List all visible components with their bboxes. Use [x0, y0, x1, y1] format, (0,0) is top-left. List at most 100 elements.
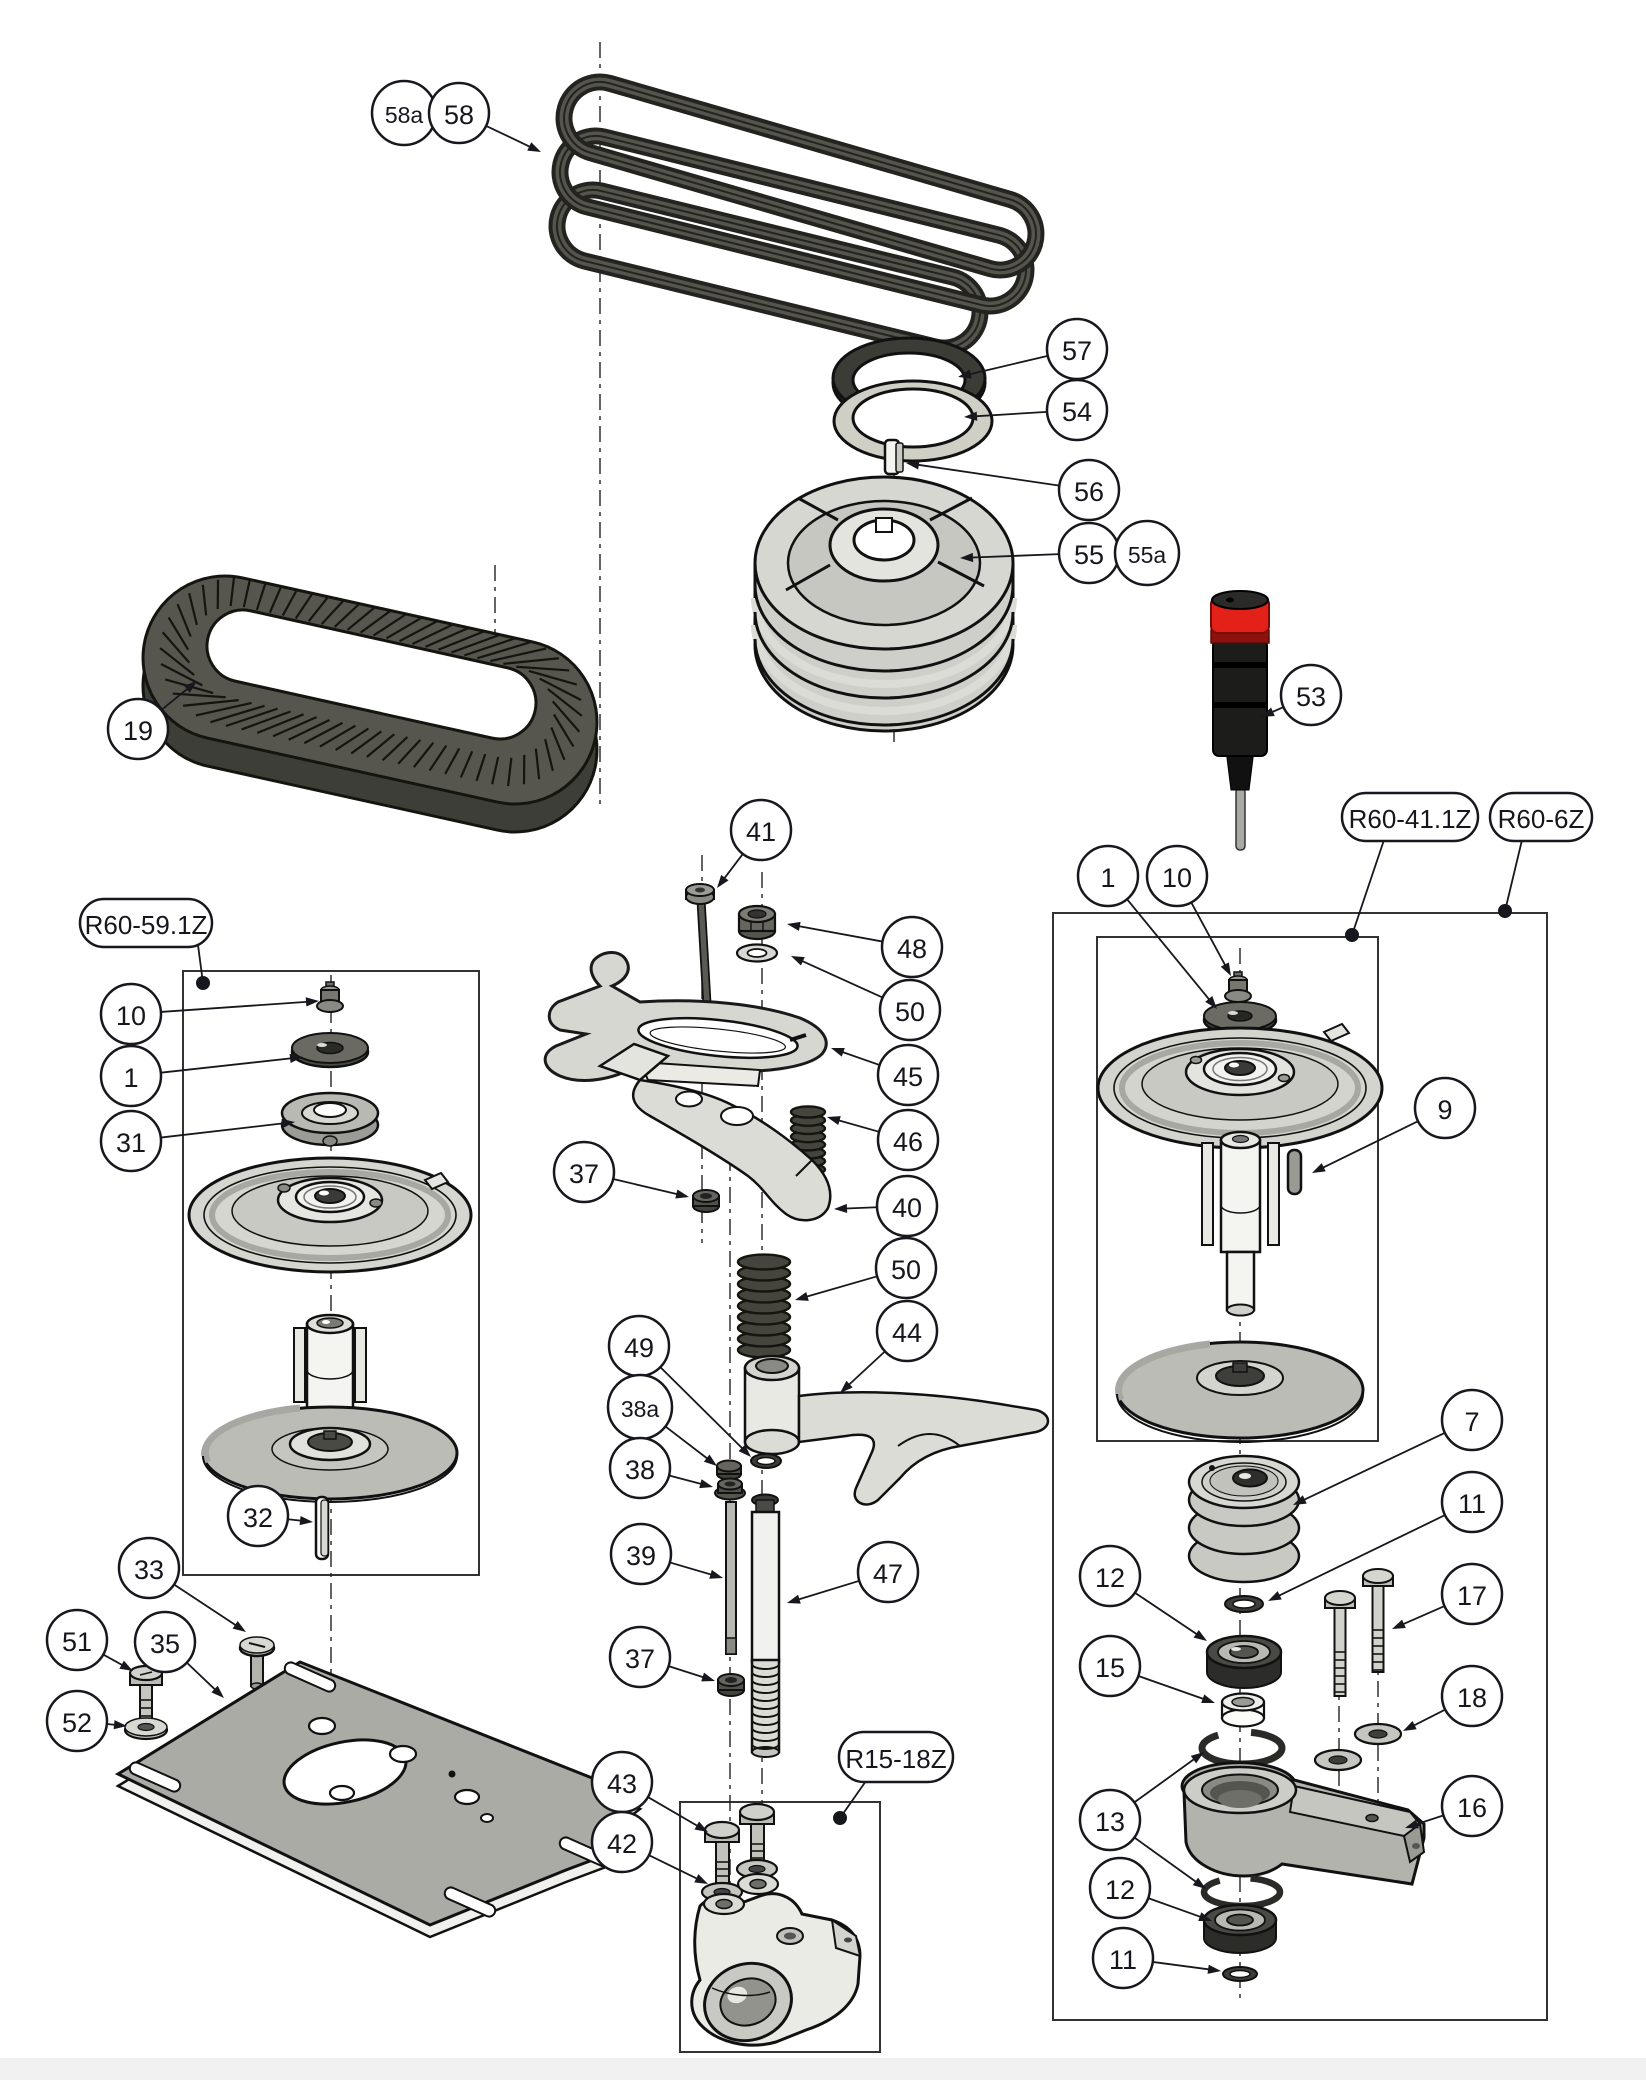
callout-7: 7 — [1440, 1388, 1504, 1452]
shaft-47 — [750, 1493, 781, 1758]
bolt-41 — [685, 883, 715, 1005]
callout-1: 1 — [99, 1044, 163, 1108]
callout-balloon — [1057, 458, 1121, 522]
callout-balloon — [729, 798, 793, 862]
toothed-belt-19 — [141, 574, 599, 834]
leader-arrowhead — [289, 1053, 303, 1063]
callout-number: 1 — [1100, 863, 1115, 893]
leader-arrowhead — [699, 1479, 713, 1489]
callout-number: 37 — [569, 1159, 599, 1189]
callout-55: 55 — [1057, 521, 1121, 585]
leader-line — [1410, 1708, 1446, 1728]
leader-line — [1152, 1961, 1213, 1971]
leader-arrowhead — [1405, 1819, 1419, 1829]
leader-line — [173, 1583, 239, 1628]
leader-arrowhead — [694, 1821, 708, 1832]
leader-line — [1413, 1814, 1444, 1827]
cam-bracket-40 — [597, 1042, 832, 1222]
callout-balloon — [880, 915, 944, 979]
callout-38a: 38a — [606, 1373, 674, 1441]
callout-54: 54 — [1045, 378, 1109, 442]
callout-42: 42 — [590, 1810, 654, 1874]
callout-balloon — [878, 978, 942, 1042]
callout-1: 1 — [1076, 844, 1140, 908]
leader-line — [1319, 1120, 1419, 1170]
leader-arrowhead — [184, 681, 197, 693]
callout-number: 18 — [1457, 1683, 1487, 1713]
callout-balloon — [876, 1043, 940, 1107]
callout-number: 50 — [895, 997, 925, 1027]
group-label-R60-59.1Z: R60-59.1Z — [78, 897, 214, 949]
callout-balloon — [1078, 1544, 1142, 1608]
callout-37: 37 — [608, 1625, 672, 1689]
callout-balloon — [608, 1625, 672, 1689]
callout-number: 32 — [243, 1503, 273, 1533]
bearing-12a — [1205, 1634, 1283, 1689]
callout-balloon — [1088, 1856, 1152, 1920]
leader-arrowhead — [703, 1454, 717, 1466]
callout-number: 11 — [1109, 1945, 1137, 1975]
callout-number: 40 — [892, 1193, 922, 1223]
callout-15: 15 — [1078, 1634, 1142, 1698]
callout-40: 40 — [875, 1174, 939, 1238]
callout-10: 10 — [1145, 844, 1209, 908]
callout-number: 49 — [624, 1333, 654, 1363]
callout-52: 52 — [45, 1689, 109, 1753]
callout-number: 15 — [1095, 1653, 1125, 1683]
leader-line — [1126, 898, 1212, 1003]
leader-arrowhead — [1198, 1912, 1212, 1921]
callout-balloon — [552, 1140, 616, 1204]
callout-balloon — [1078, 1634, 1142, 1698]
rod-39 — [725, 1501, 737, 1655]
group-label-R15-18Z: R15-18Z — [837, 1730, 955, 1784]
callout-number: 47 — [873, 1559, 903, 1589]
washer-50-upper — [735, 943, 779, 963]
group-label-R60-41.1Z: R60-41.1Z — [1340, 791, 1480, 843]
callout-balloon — [133, 1610, 197, 1674]
callout-balloon — [1440, 1664, 1504, 1728]
callout-31: 31 — [99, 1109, 163, 1173]
bearing-12b — [1202, 1903, 1278, 1954]
callout-44: 44 — [875, 1299, 939, 1363]
callout-balloon — [856, 1540, 920, 1604]
group-leader-line — [839, 1780, 867, 1819]
callout-50: 50 — [874, 1236, 938, 1300]
callout-19: 19 — [106, 697, 170, 761]
leader-arrowhead — [1207, 1964, 1221, 1974]
leader-arrowhead — [717, 874, 729, 888]
leader-line — [803, 1275, 878, 1299]
leader-line — [485, 125, 534, 149]
leader-arrowhead — [709, 1569, 723, 1579]
tool-53 — [1210, 590, 1270, 851]
mount-plate-35 — [114, 1660, 644, 1939]
group-leader-dot — [1345, 928, 1359, 942]
callout-number: 16 — [1457, 1793, 1487, 1823]
callout-41: 41 — [729, 798, 793, 862]
snap-ring-13b — [1200, 1874, 1284, 1910]
key-56 — [883, 438, 904, 476]
group-label-text: R60-41.1Z — [1349, 804, 1472, 834]
leader-arrowhead — [1261, 707, 1275, 717]
callout-number: 52 — [62, 1708, 92, 1738]
callout-10: 10 — [99, 982, 163, 1046]
callout-number: 45 — [893, 1062, 923, 1092]
callout-58a: 58a — [370, 79, 438, 147]
leader-line — [914, 463, 1060, 487]
group-leader-line — [1504, 839, 1523, 912]
group-leader-dot — [833, 1811, 847, 1825]
group-label-R60-6Z: R60-6Z — [1488, 791, 1594, 843]
callout-number: 13 — [1095, 1807, 1125, 1837]
callout-39: 39 — [609, 1522, 673, 1586]
callout-number: 54 — [1062, 397, 1092, 427]
leader-arrowhead — [113, 1720, 127, 1730]
washer-18b — [1313, 1748, 1363, 1772]
leader-arrowhead — [281, 1118, 295, 1129]
callout-balloon — [875, 1299, 939, 1363]
callout-balloon — [1078, 1788, 1142, 1852]
callout-53: 53 — [1279, 663, 1343, 727]
callout-49: 49 — [607, 1314, 671, 1378]
nut-38 — [714, 1477, 746, 1501]
callout-number: 37 — [625, 1644, 655, 1674]
o-ring-11b — [1222, 1966, 1258, 1982]
callout-number: 9 — [1437, 1095, 1452, 1125]
